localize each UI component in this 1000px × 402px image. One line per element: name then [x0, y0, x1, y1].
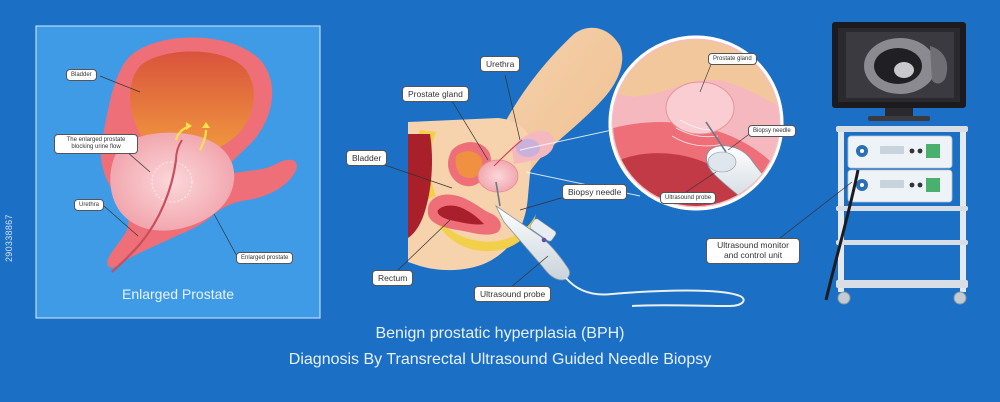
label-biopsy-needle: Biopsy needle — [562, 184, 628, 200]
caption-title: Benign prostatic hyperplasia (BPH) — [375, 325, 625, 342]
label-ultrasound-probe: Ultrasound probe — [474, 286, 552, 302]
inset-label-urethra: Urethra — [74, 199, 105, 211]
side-stock-id: 290338867 — [4, 214, 14, 262]
cross-section-illustration — [375, 27, 745, 308]
label-prostate-gland: Prostate gland — [402, 86, 469, 102]
inset-label-blocking-flow: The enlarged prostate blocking urine flo… — [54, 134, 138, 154]
enlarged-prostate-inset — [35, 25, 321, 319]
label-rectum: Rectum — [372, 270, 414, 286]
ultrasound-equipment — [779, 22, 968, 305]
label-urethra: Urethra — [480, 56, 521, 72]
zoom-label-biopsy-needle: Biopsy needle — [748, 125, 796, 137]
label-ultrasound-monitor: Ultrasound monitor and control unit — [706, 238, 800, 264]
caption-subtitle: Diagnosis By Transrectal Ultrasound Guid… — [288, 351, 712, 368]
label-bladder: Bladder — [346, 150, 388, 166]
inset-title: Enlarged Prostate — [122, 286, 235, 302]
zoom-label-ultrasound-probe: Ultrasound probe — [660, 192, 717, 204]
zoom-label-prostate-gland: Prostate gland — [708, 53, 757, 65]
inset-label-enlarged-prostate: Enlarged prostate — [236, 252, 294, 264]
inset-label-bladder: Bladder — [66, 69, 97, 81]
